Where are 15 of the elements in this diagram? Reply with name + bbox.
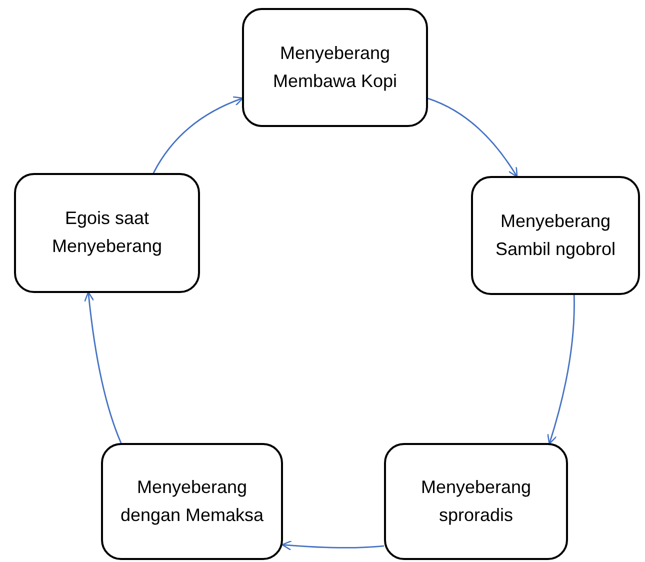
box-label: Menyeberang Sambil ngobrol: [494, 210, 617, 261]
process-box: [384, 443, 568, 560]
box-label: Menyeberang dengan Memaksa: [119, 476, 265, 527]
box-label: Menyeberang sproradis: [420, 476, 532, 527]
process-box: [101, 443, 283, 560]
curved-arrow: [84, 291, 122, 444]
box-label: Egois saat Menyeberang: [50, 207, 164, 258]
curved-arrow: [547, 295, 575, 444]
box-label: Menyeberang Membawa Kopi: [272, 42, 398, 93]
curved-arrow: [152, 96, 244, 174]
process-box: [471, 176, 640, 295]
curved-arrow: [281, 540, 384, 551]
process-box: [14, 173, 200, 293]
process-box: [242, 8, 428, 127]
curved-arrow: [428, 98, 518, 178]
